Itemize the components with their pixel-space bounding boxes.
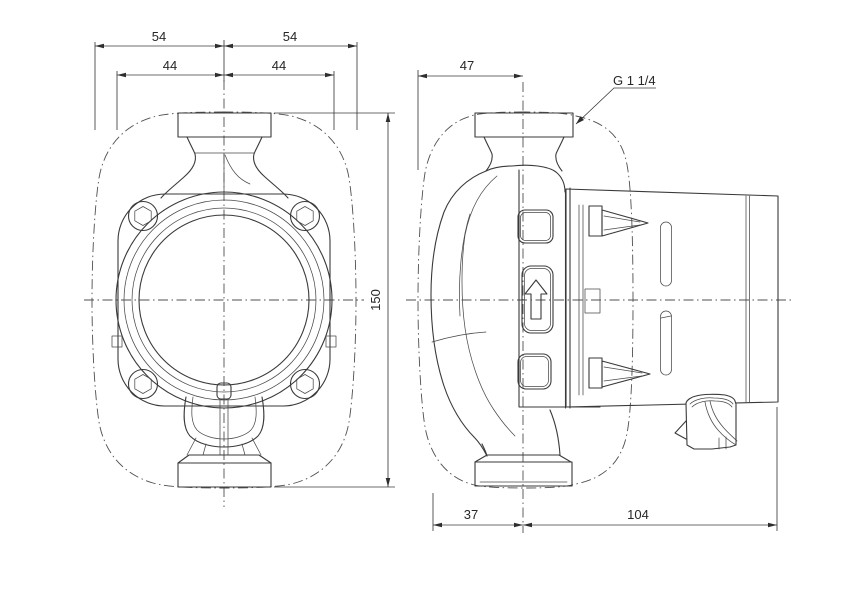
side-top-neck <box>483 136 565 172</box>
side-envelope-outline <box>417 111 634 489</box>
clamp-screw-icon <box>588 357 651 389</box>
flange-bolt-icon <box>127 200 159 232</box>
dim-front-height: 150 <box>274 112 395 488</box>
side-bottom-union-nut <box>474 461 573 487</box>
front-motor-face-rings <box>111 191 337 409</box>
flange-bolt-icon <box>127 368 159 400</box>
front-top-neck <box>160 136 196 199</box>
front-top-union-nut <box>177 112 272 138</box>
flange-bolt-icon <box>289 368 321 400</box>
side-motor-housing <box>565 188 779 408</box>
side-view <box>406 82 792 533</box>
front-view <box>84 80 364 507</box>
side-clamp-band <box>564 187 651 409</box>
side-bottom-port <box>474 409 573 487</box>
dim-label: 54 <box>283 29 297 44</box>
thread-callout: G 1 1/4 <box>575 73 656 125</box>
side-volute-housing <box>430 170 516 457</box>
dim-side-front-depth: 47 <box>417 58 523 170</box>
dim-front-outer-width: 54 54 <box>94 29 358 130</box>
front-flange-bolts <box>127 200 321 400</box>
dim-label: 44 <box>163 58 177 73</box>
side-pump-head <box>485 164 601 408</box>
flow-direction-arrow-icon <box>524 279 548 320</box>
dim-front-inner-width: 44 44 <box>116 58 335 130</box>
dim-label: 104 <box>627 507 649 522</box>
dim-label: 54 <box>152 29 166 44</box>
side-top-union-nut <box>474 112 574 138</box>
front-bottom-union-nut <box>177 462 272 488</box>
flange-bolt-icon <box>289 200 321 232</box>
dimensions: 54 54 44 44 150 47 <box>94 29 778 531</box>
front-top-neck-right <box>253 136 289 199</box>
dim-label: 37 <box>464 507 478 522</box>
flow-arrow-plate <box>521 265 554 334</box>
dim-side-bottom: 37 104 <box>432 407 778 531</box>
dim-label: 150 <box>368 289 383 311</box>
motor-vent-slot <box>660 310 672 376</box>
front-envelope-outline <box>91 111 357 489</box>
front-bottom-outlet <box>177 382 272 488</box>
dim-label: 44 <box>272 58 286 73</box>
clamp-screw-icon <box>588 205 649 237</box>
dim-label: 47 <box>460 58 474 73</box>
front-flange-plate <box>117 193 331 407</box>
front-neck-seam <box>194 152 255 193</box>
terminal-box <box>674 393 738 450</box>
motor-vent-slot <box>660 221 672 287</box>
thread-label: G 1 1/4 <box>613 73 656 88</box>
